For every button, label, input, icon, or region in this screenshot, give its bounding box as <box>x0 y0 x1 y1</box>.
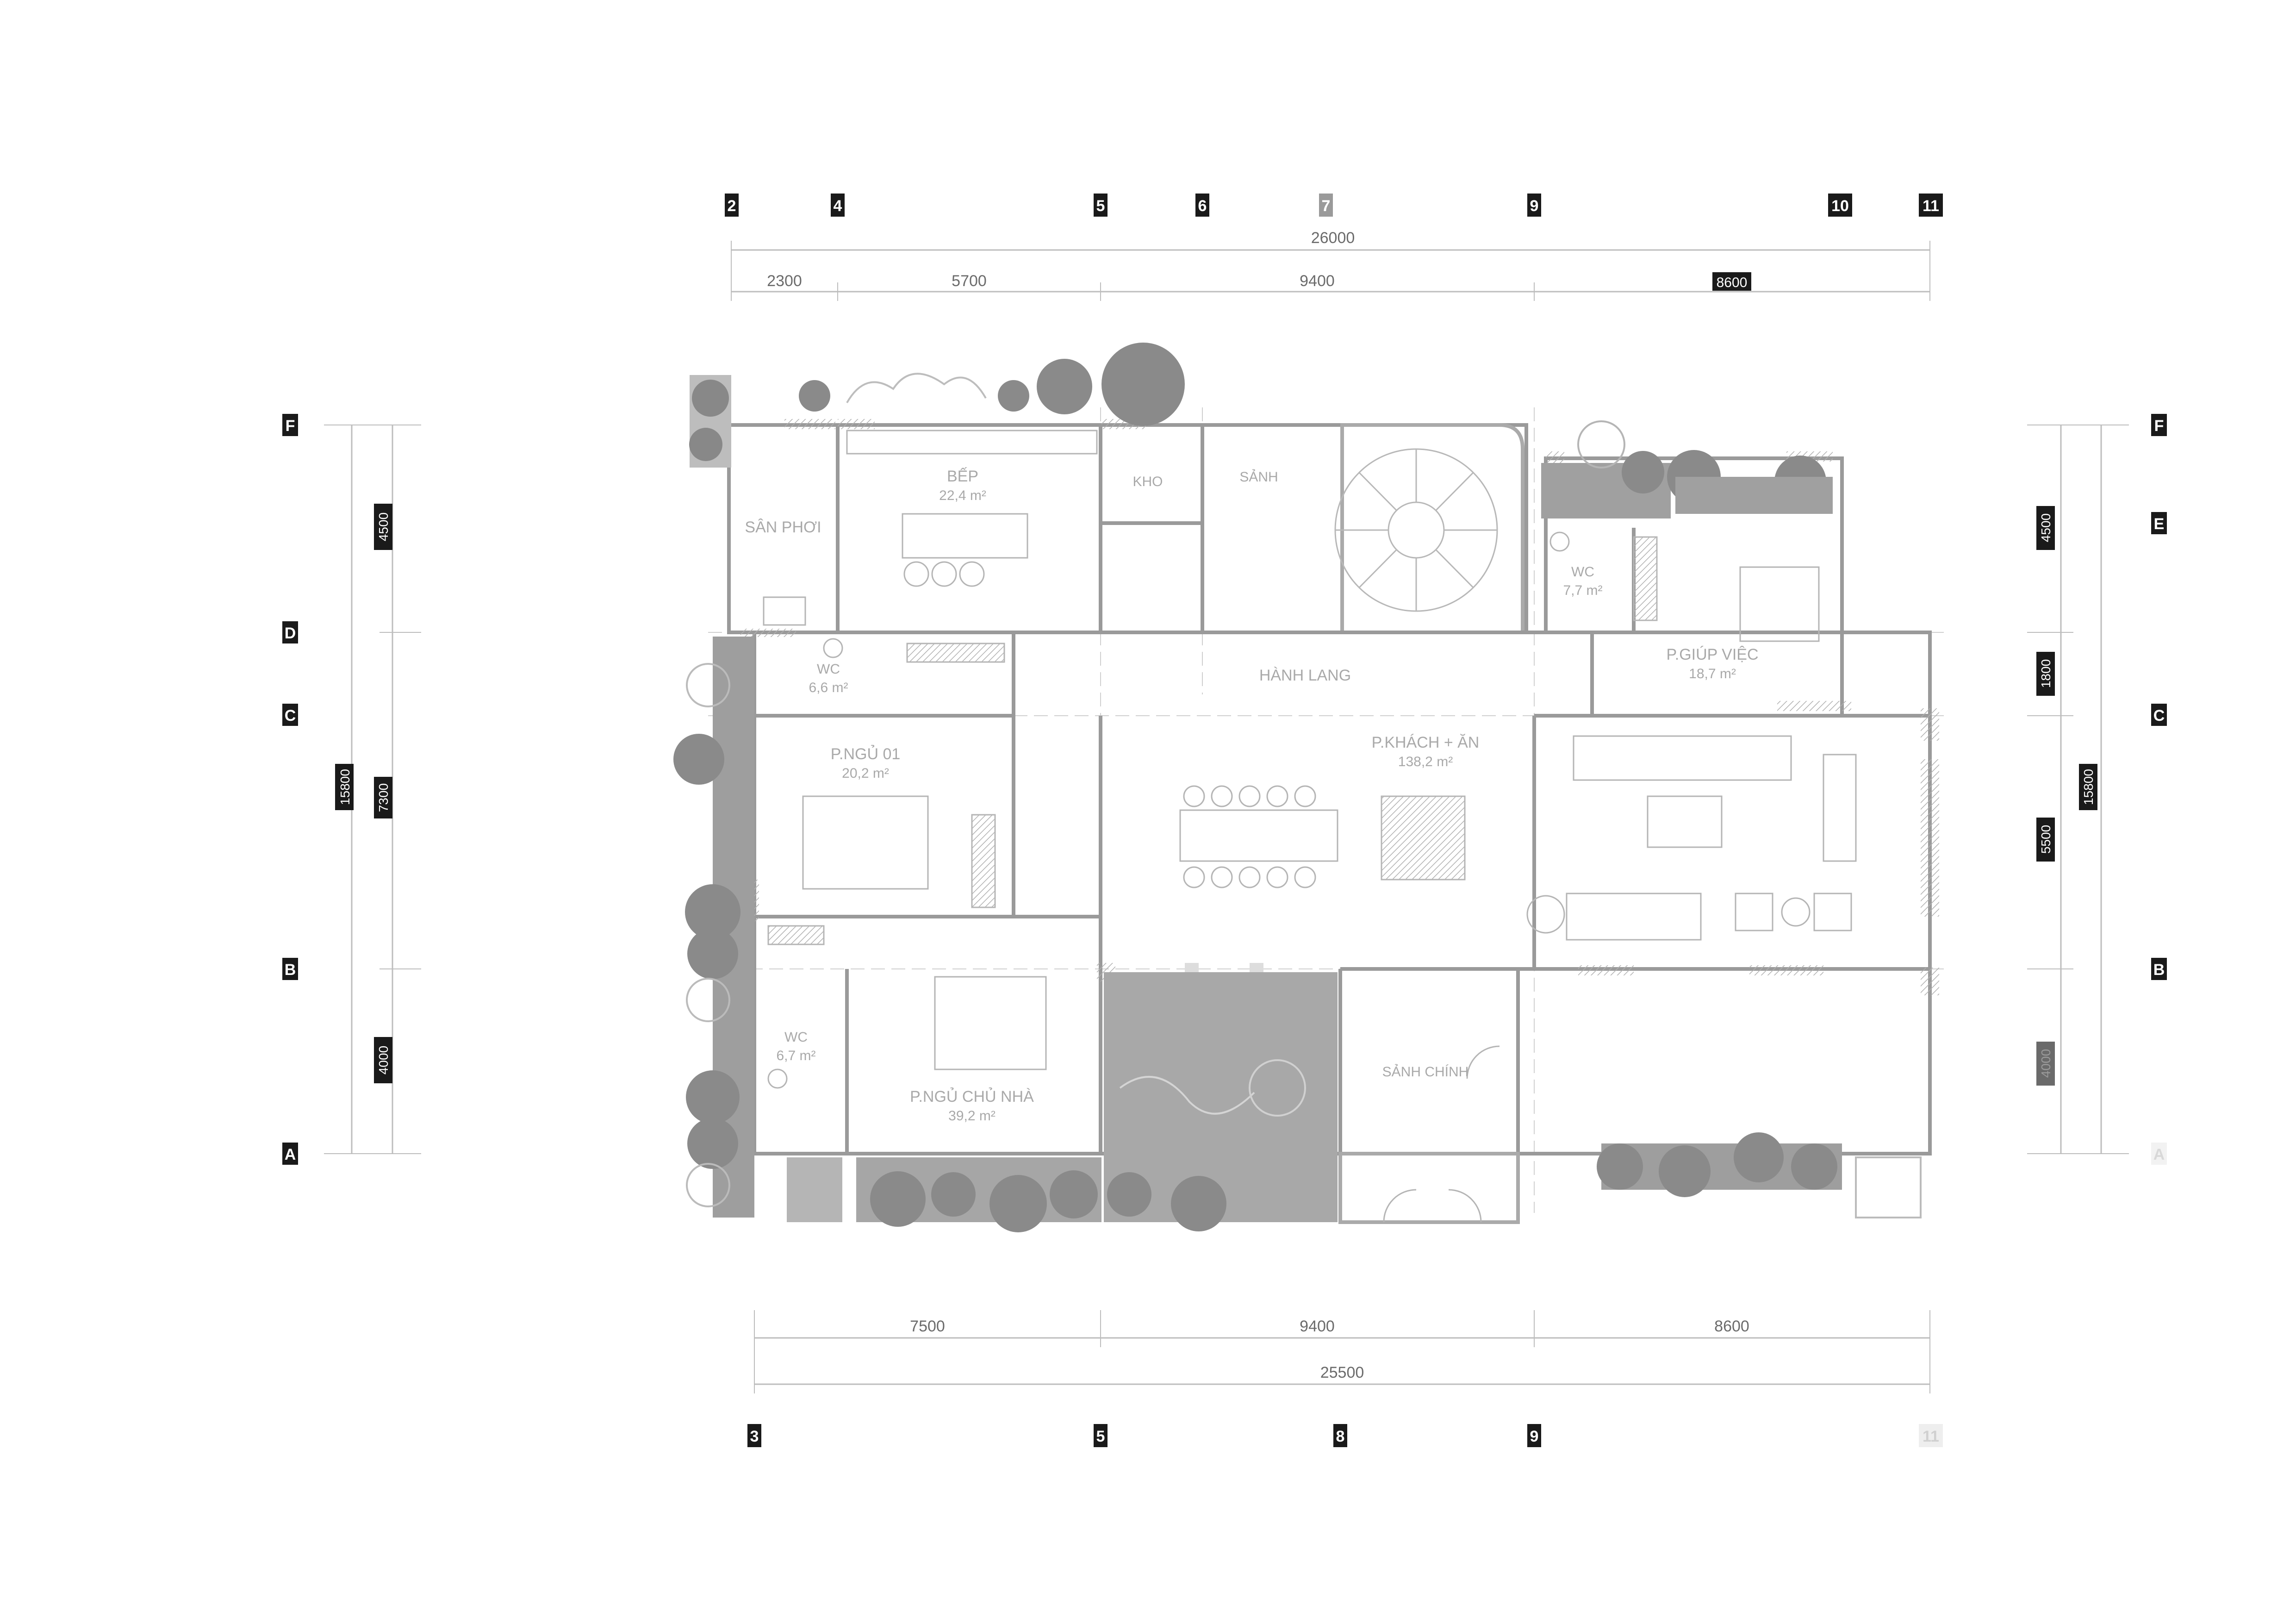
right-dimensions: 4500 1800 5500 4000 15800 <box>2027 425 2129 1154</box>
grid-tag: 9 <box>1530 197 1539 215</box>
right-dim-4: 4000 <box>2039 1049 2053 1078</box>
grid-tag: 6 <box>1198 197 1207 215</box>
top-dim-1: 2300 <box>767 272 802 290</box>
top-total-dim: 26000 <box>1311 229 1355 247</box>
grid-tag: D <box>285 625 296 642</box>
grid-tag: 2 <box>728 197 736 215</box>
room-bep-area: 22,4 m² <box>939 488 986 503</box>
bottom-dim-3: 8600 <box>1714 1318 1749 1335</box>
room-wc3-area: 7,7 m² <box>1563 583 1602 598</box>
bottom-dimensions: 7500 9400 8600 25500 <box>754 1310 1930 1393</box>
left-dim-2: 7300 <box>376 783 391 812</box>
room-wc3: WC <box>1571 564 1594 580</box>
grid-tag: 10 <box>1831 197 1849 215</box>
grid-tag: E <box>2154 515 2165 533</box>
grid-tag: F <box>2154 417 2164 435</box>
room-wc1-area: 6,6 m² <box>809 680 848 695</box>
room-p-phu-area: 20,2 m² <box>842 766 889 781</box>
room-p-chu-nha-area: 39,2 m² <box>948 1108 996 1124</box>
grid-tag: B <box>2153 961 2165 979</box>
room-p-giup-viec-area: 18,7 m² <box>1689 666 1736 681</box>
grid-tag: A <box>2153 1146 2165 1163</box>
plants <box>673 343 1922 1232</box>
right-dim-3: 5500 <box>2039 825 2053 854</box>
grid-tag: 7 <box>1322 197 1331 215</box>
grid-tag: F <box>286 417 295 435</box>
grid-tag: B <box>285 961 296 979</box>
grid-tags-right: F E C B A <box>2151 414 2167 1165</box>
left-total-dim: 15800 <box>338 769 352 805</box>
room-wc2-area: 6,7 m² <box>776 1048 815 1063</box>
room-phong-khach-area: 138,2 m² <box>1398 754 1453 769</box>
room-wc2: WC <box>784 1030 808 1045</box>
right-total-dim: 15800 <box>2081 769 2096 805</box>
right-dim-1: 4500 <box>2039 513 2053 542</box>
grid-tag: 9 <box>1530 1428 1539 1445</box>
room-wc1: WC <box>817 662 840 677</box>
grid-tag: 3 <box>750 1428 759 1445</box>
room-san-phoi: SÂN PHƠI <box>745 518 821 536</box>
grid-tag: A <box>285 1146 296 1163</box>
room-sanh: SẢNH <box>1239 469 1278 485</box>
grid-tag: C <box>2153 707 2165 725</box>
room-p-phu: P.NGỦ 01 <box>831 745 901 763</box>
room-hanh-lang: HÀNH LANG <box>1259 667 1351 684</box>
bottom-dim-2: 9400 <box>1300 1318 1335 1335</box>
grid-tag: 8 <box>1336 1428 1345 1445</box>
grid-tag: C <box>285 707 296 725</box>
room-labels: SÂN PHƠI BẾP 22,4 m² KHO SẢNH HÀNH LANG … <box>745 468 1758 1124</box>
top-dim-2: 5700 <box>952 272 987 290</box>
bottom-total-dim: 25500 <box>1320 1364 1364 1381</box>
room-bep: BẾP <box>947 468 978 485</box>
room-phong-khach: P.KHÁCH + ĂN <box>1372 734 1480 751</box>
grid-tags-left: F D C B A <box>282 414 298 1165</box>
grid-tag: 11 <box>1923 197 1939 215</box>
spiral-stair <box>1334 448 1498 612</box>
grid-tag: 5 <box>1096 1428 1105 1445</box>
left-dim-1: 4500 <box>376 512 391 541</box>
top-dim-3: 9400 <box>1300 272 1335 290</box>
room-p-chu-nha: P.NGỦ CHỦ NHÀ <box>910 1088 1034 1106</box>
room-p-giup-viec: P.GIÚP VIỆC <box>1666 646 1758 663</box>
grid-tags-top: 2 4 5 6 7 9 10 11 <box>725 194 1943 217</box>
room-san-chinh: SẢNH CHÍNH <box>1382 1064 1469 1080</box>
grid-tag: 4 <box>834 197 842 215</box>
grid-tags-bottom: 3 5 8 9 11 <box>747 1424 1943 1447</box>
top-dim-4: 8600 <box>1717 275 1748 290</box>
grid-tag: 11 <box>1923 1428 1939 1445</box>
left-dim-3: 4000 <box>376 1046 391 1074</box>
top-dimensions: 26000 2300 5700 9400 8600 <box>731 229 1930 301</box>
room-kho: KHO <box>1132 474 1163 489</box>
furniture <box>763 430 1857 1223</box>
bottom-dim-1: 7500 <box>910 1318 945 1335</box>
grid-tag: 5 <box>1096 197 1105 215</box>
right-dim-2: 1800 <box>2039 659 2053 688</box>
left-dimensions: 15800 4500 7300 4000 <box>324 425 421 1154</box>
